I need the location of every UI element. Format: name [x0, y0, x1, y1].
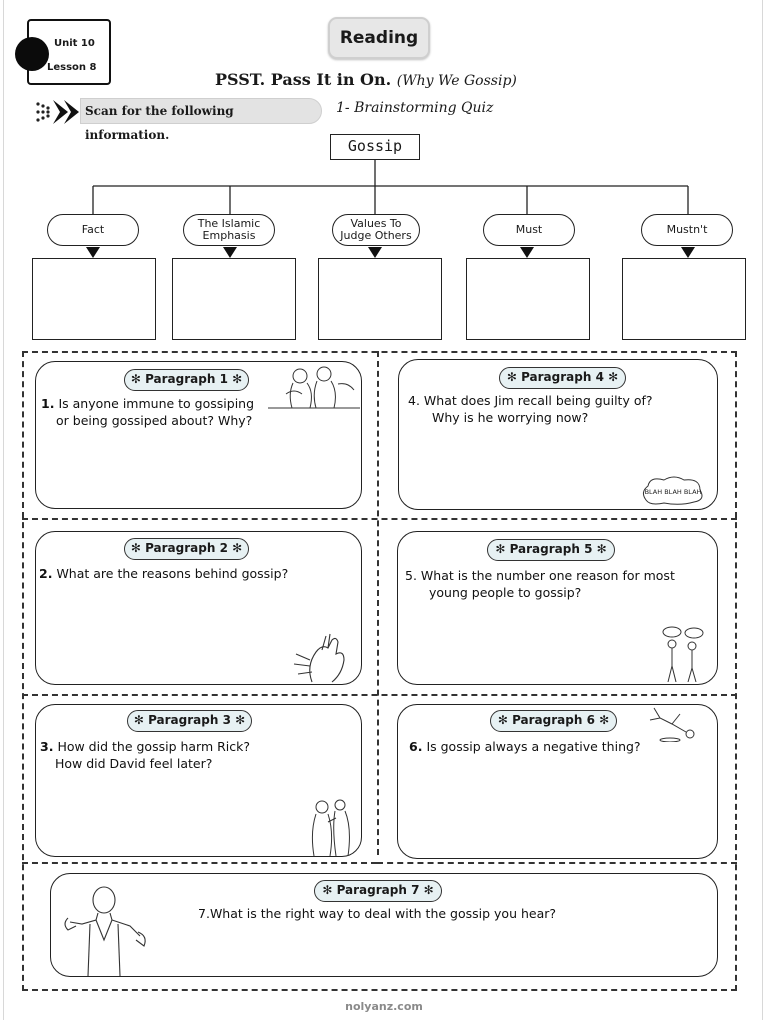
- unit-label: Unit 10: [54, 38, 95, 49]
- category-label: Judge Others: [340, 229, 412, 242]
- arrow-right-icon: [36, 100, 79, 124]
- category-mustnt: Mustn't: [641, 214, 733, 246]
- asterisk-icon: ✻: [322, 883, 337, 897]
- question-line: or being gossiped about? Why?: [56, 413, 253, 428]
- asterisk-icon: ✻: [497, 713, 513, 727]
- category-label: Must: [515, 222, 543, 236]
- question-line: What is the right way to deal with the g…: [209, 906, 557, 921]
- question-line: Why is he worrying now?: [432, 410, 589, 425]
- row-divider: [377, 862, 737, 864]
- category-label: Mustn't: [666, 222, 708, 236]
- question-4: 4. What does Jim recall being guilty of?…: [408, 392, 708, 426]
- question-card-3[interactable]: [35, 704, 362, 857]
- title-subtitle: (Why We Gossip): [396, 73, 517, 89]
- asterisk-icon: ✻: [227, 541, 243, 555]
- paragraph-chip-4: ✻ Paragraph 4 ✻: [499, 367, 626, 389]
- row-divider: [22, 518, 737, 520]
- title-text: PSST. Pass It in On.: [215, 70, 392, 89]
- page-border: [3, 0, 763, 1020]
- question-number: 2.: [39, 566, 53, 581]
- paragraph-label: Paragraph 7: [336, 883, 420, 897]
- question-number: 7.: [198, 906, 210, 921]
- answer-box-values[interactable]: [318, 258, 442, 340]
- category-label: Values To: [350, 216, 402, 230]
- footer-site: nolyanz.com: [345, 1000, 423, 1013]
- paragraph-chip-2: ✻ Paragraph 2 ✻: [124, 538, 249, 560]
- category-label: The Islamic: [197, 216, 261, 230]
- question-line: What does Jim recall being guilty of?: [423, 393, 653, 408]
- question-line: How did the gossip harm Rick?: [57, 739, 251, 754]
- paragraph-label: Paragraph 4: [521, 370, 604, 384]
- question-3: 3. How did the gossip harm Rick? How did…: [40, 738, 300, 772]
- section-title: Reading: [328, 17, 430, 59]
- lesson-label: Lesson 8: [47, 62, 97, 73]
- paragraph-chip-5: ✻ Paragraph 5 ✻: [487, 539, 615, 561]
- paragraph-chip-1: ✻ Paragraph 1 ✻: [124, 369, 249, 391]
- category-label: Emphasis: [202, 229, 256, 242]
- paragraph-label: Paragraph 1: [145, 372, 228, 386]
- question-line: young people to gossip?: [429, 585, 582, 600]
- mind-map-center: Gossip: [330, 134, 420, 160]
- question-2: 2. What are the reasons behind gossip?: [39, 565, 339, 582]
- paragraph-label: Paragraph 6: [512, 713, 595, 727]
- question-line: How did David feel later?: [55, 756, 213, 771]
- answer-box-islamic-emphasis[interactable]: [172, 258, 296, 340]
- bullet-dot-icon: [15, 37, 49, 71]
- column-divider: [377, 351, 379, 855]
- asterisk-icon: ✻: [603, 370, 619, 384]
- question-6: 6. Is gossip always a negative thing?: [409, 738, 709, 755]
- question-1: 1. Is anyone immune to gossiping or bein…: [41, 395, 271, 429]
- paragraph-label: Paragraph 5: [509, 542, 593, 556]
- row-divider: [22, 694, 737, 696]
- question-line: What is the number one reason for most: [420, 568, 675, 583]
- worksheet-title: PSST. Pass It in On. (Why We Gossip): [215, 70, 517, 89]
- asterisk-icon: ✻: [230, 713, 246, 727]
- asterisk-icon: ✻: [130, 541, 146, 555]
- category-values-to-judge: Values To Judge Others: [332, 214, 420, 246]
- asterisk-icon: ✻: [495, 542, 510, 556]
- paragraph-chip-3: ✻ Paragraph 3 ✻: [127, 710, 252, 732]
- answer-box-must[interactable]: [466, 258, 590, 340]
- answer-box-fact[interactable]: [32, 258, 156, 340]
- row-divider: [22, 862, 377, 864]
- asterisk-icon: ✻: [227, 372, 243, 386]
- question-5: 5. What is the number one reason for mos…: [405, 567, 710, 601]
- paragraph-chip-6: ✻ Paragraph 6 ✻: [490, 710, 617, 732]
- paragraph-label: Paragraph 3: [148, 713, 231, 727]
- asterisk-icon: ✻: [419, 883, 434, 897]
- question-line: Is gossip always a negative thing?: [426, 739, 641, 754]
- questions-frame: [22, 351, 737, 991]
- category-must: Must: [483, 214, 575, 246]
- question-number: 6.: [409, 739, 423, 754]
- question-number: 1.: [41, 396, 55, 411]
- asterisk-icon: ✻: [130, 372, 146, 386]
- asterisk-icon: ✻: [594, 713, 610, 727]
- question-number: 5.: [405, 568, 417, 583]
- asterisk-icon: ✻: [133, 713, 149, 727]
- category-label: Fact: [81, 222, 105, 236]
- paragraph-label: Paragraph 2: [145, 541, 228, 555]
- question-7: 7.What is the right way to deal with the…: [198, 905, 678, 922]
- scan-instruction: Scan for the following information.: [80, 98, 322, 142]
- asterisk-icon: ✻: [506, 370, 522, 384]
- question-number: 4.: [408, 393, 420, 408]
- category-fact: Fact: [47, 214, 139, 246]
- paragraph-chip-7: ✻ Paragraph 7 ✻: [314, 880, 442, 902]
- asterisk-icon: ✻: [592, 542, 607, 556]
- category-islamic-emphasis: The Islamic Emphasis: [183, 214, 275, 246]
- quiz-label: 1- Brainstorming Quiz: [336, 100, 494, 116]
- question-line: What are the reasons behind gossip?: [56, 566, 289, 581]
- question-line: Is anyone immune to gossiping: [58, 396, 255, 411]
- question-number: 3.: [40, 739, 54, 754]
- answer-box-mustnt[interactable]: [622, 258, 746, 340]
